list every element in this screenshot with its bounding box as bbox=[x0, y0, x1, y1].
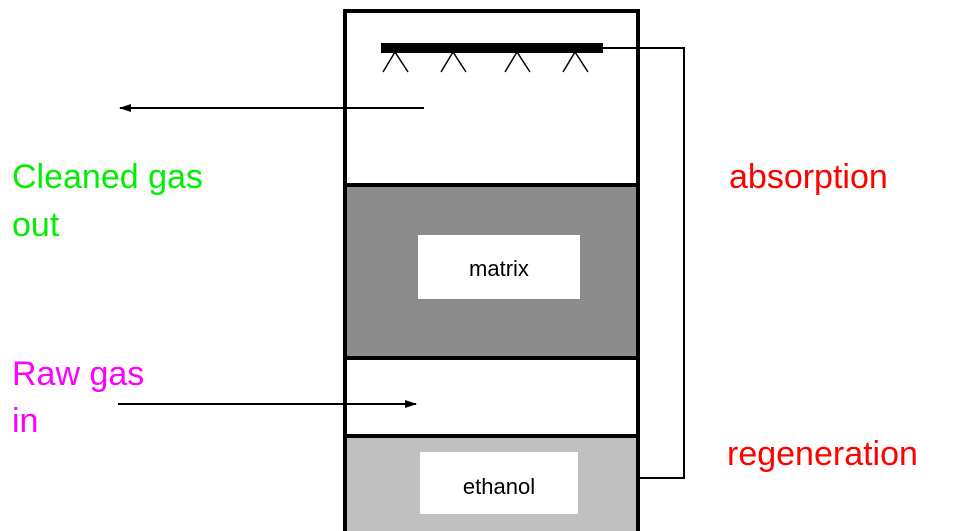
ethanol-label: ethanol bbox=[463, 474, 535, 499]
gas-inlet-section bbox=[343, 356, 640, 438]
spray-nozzle bbox=[504, 50, 531, 73]
spray-nozzles bbox=[382, 50, 589, 73]
raw-gas-label-line2: in bbox=[12, 402, 38, 440]
regeneration-label: regeneration bbox=[727, 435, 918, 473]
matrix-label-box bbox=[418, 235, 580, 299]
raw-gas-label-line1: Raw gas bbox=[12, 355, 144, 393]
spray-nozzle bbox=[440, 50, 467, 73]
recirculation-pipe bbox=[603, 47, 685, 479]
ethanol-label-box bbox=[420, 452, 578, 514]
spray-nozzle bbox=[382, 50, 409, 73]
spray-nozzle bbox=[562, 50, 589, 73]
cleaned-gas-label-line2: out bbox=[12, 206, 60, 244]
absorption-label: absorption bbox=[729, 158, 888, 196]
matrix-label: matrix bbox=[469, 256, 529, 281]
cleaned-gas-label-line1: Cleaned gas bbox=[12, 158, 203, 196]
